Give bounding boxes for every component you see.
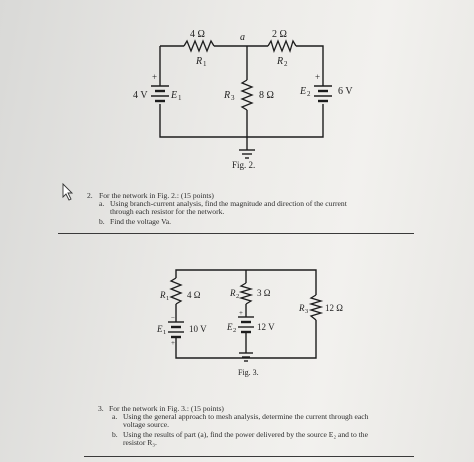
fig2-e2-plus: + <box>315 72 320 82</box>
fig2-e2-sub: 2 <box>307 90 311 98</box>
fig3-r1-label: R <box>159 290 166 300</box>
problem-3-a-text: Using the general approach to mesh analy… <box>123 412 369 421</box>
problem-3-intro: For the network in Fig. 3.: (15 points) <box>109 404 224 413</box>
mouse-cursor-icon <box>62 182 74 201</box>
fig2-ground-icon <box>239 149 255 159</box>
fig2-r1-sub: 1 <box>203 60 207 68</box>
fig2-wires <box>159 45 324 150</box>
fig2-r2-sub: 2 <box>284 60 288 68</box>
fig2-r3-sub: 3 <box>231 94 235 102</box>
fig2-e2-battery <box>314 85 332 103</box>
fig3-r2-resistor <box>238 282 254 305</box>
problem-3-b-marker: b. <box>112 430 118 439</box>
fig3-r3-sub: 3 <box>305 308 308 315</box>
fig2-node-a: a <box>240 32 245 43</box>
fig3-wires <box>175 269 317 359</box>
fig2-e1-value: 4 V <box>133 90 148 101</box>
fig2-e2-value: 6 V <box>338 86 353 97</box>
fig2-r2-label: R <box>276 56 283 67</box>
problem-2-a-text-cont: through each resistor for the network. <box>110 207 225 216</box>
fig3-e1-sub: 1 <box>163 329 166 336</box>
fig3-e1-value: 10 V <box>189 324 207 334</box>
problem-2-number: 2. <box>87 191 93 200</box>
problem-2-intro: For the network in Fig. 2.: (15 points) <box>99 191 214 200</box>
fig3-e1-battery <box>168 321 184 341</box>
fig3-e1-plus: + <box>171 339 175 347</box>
fig3-r1-resistor <box>169 277 183 305</box>
fig3-e1-label: E <box>156 324 163 334</box>
problem-3-a-marker: a. <box>112 412 118 421</box>
fig3-r1-value: 4 Ω <box>187 290 201 300</box>
fig3-e2-battery <box>238 316 254 337</box>
problem-2-b-marker: b. <box>99 217 105 226</box>
fig3-r1-sub: 1 <box>166 295 169 302</box>
fig2-r3-value: 8 Ω <box>259 90 274 101</box>
fig2-r1-value: 4 Ω <box>190 29 205 40</box>
problem-2-a-text: Using branch-current analysis, find the … <box>110 199 347 208</box>
fig3-e2-sub: 2 <box>233 327 236 334</box>
fig2-caption: Fig. 2. <box>232 160 255 170</box>
problem-2-b-text: Find the voltage Va. <box>110 217 172 226</box>
fig3-caption: Fig. 3. <box>238 368 259 377</box>
fig2-r3-resistor <box>240 79 254 111</box>
problem-3-b-text-cont: resistor R₃. <box>123 438 157 447</box>
fig3-r3-label: R <box>298 303 305 313</box>
fig3-e2-plus: + <box>239 309 243 317</box>
bottom-rule <box>84 456 414 458</box>
fig3-e2-value: 12 V <box>257 322 275 332</box>
fig2-e2-label: E <box>299 86 306 97</box>
fig2-e1-sub: 1 <box>178 94 182 102</box>
fig3-r2-label: R <box>229 288 236 298</box>
fig3-r3-value: 12 Ω <box>325 303 343 313</box>
fig3-r2-value: 3 Ω <box>257 288 271 298</box>
fig2-e1-label: E <box>170 90 177 101</box>
fig3-r2-sub: 2 <box>236 293 239 300</box>
fig3-e2-label: E <box>226 322 233 332</box>
fig2-r2-value: 2 Ω <box>272 29 287 40</box>
fig3-e1-minus: − <box>171 314 175 322</box>
fig2-r1-label: R <box>195 56 202 67</box>
fig2-e1-plus: + <box>152 72 157 82</box>
fig3-ground-icon <box>239 352 253 362</box>
divider-rule <box>58 233 414 235</box>
problem-3-number: 3. <box>98 404 104 413</box>
problem-3-b-text: Using the results of part (a), find the … <box>123 430 368 439</box>
fig2-r3-label: R <box>223 90 230 101</box>
problem-2-a-marker: a. <box>99 199 105 208</box>
fig2-r2-resistor <box>267 39 297 53</box>
problem-3-a-text-cont: voltage source. <box>123 420 169 429</box>
fig3-r3-resistor <box>308 294 324 321</box>
fig2-e1-battery <box>151 85 169 103</box>
fig2-r1-resistor <box>183 39 215 53</box>
